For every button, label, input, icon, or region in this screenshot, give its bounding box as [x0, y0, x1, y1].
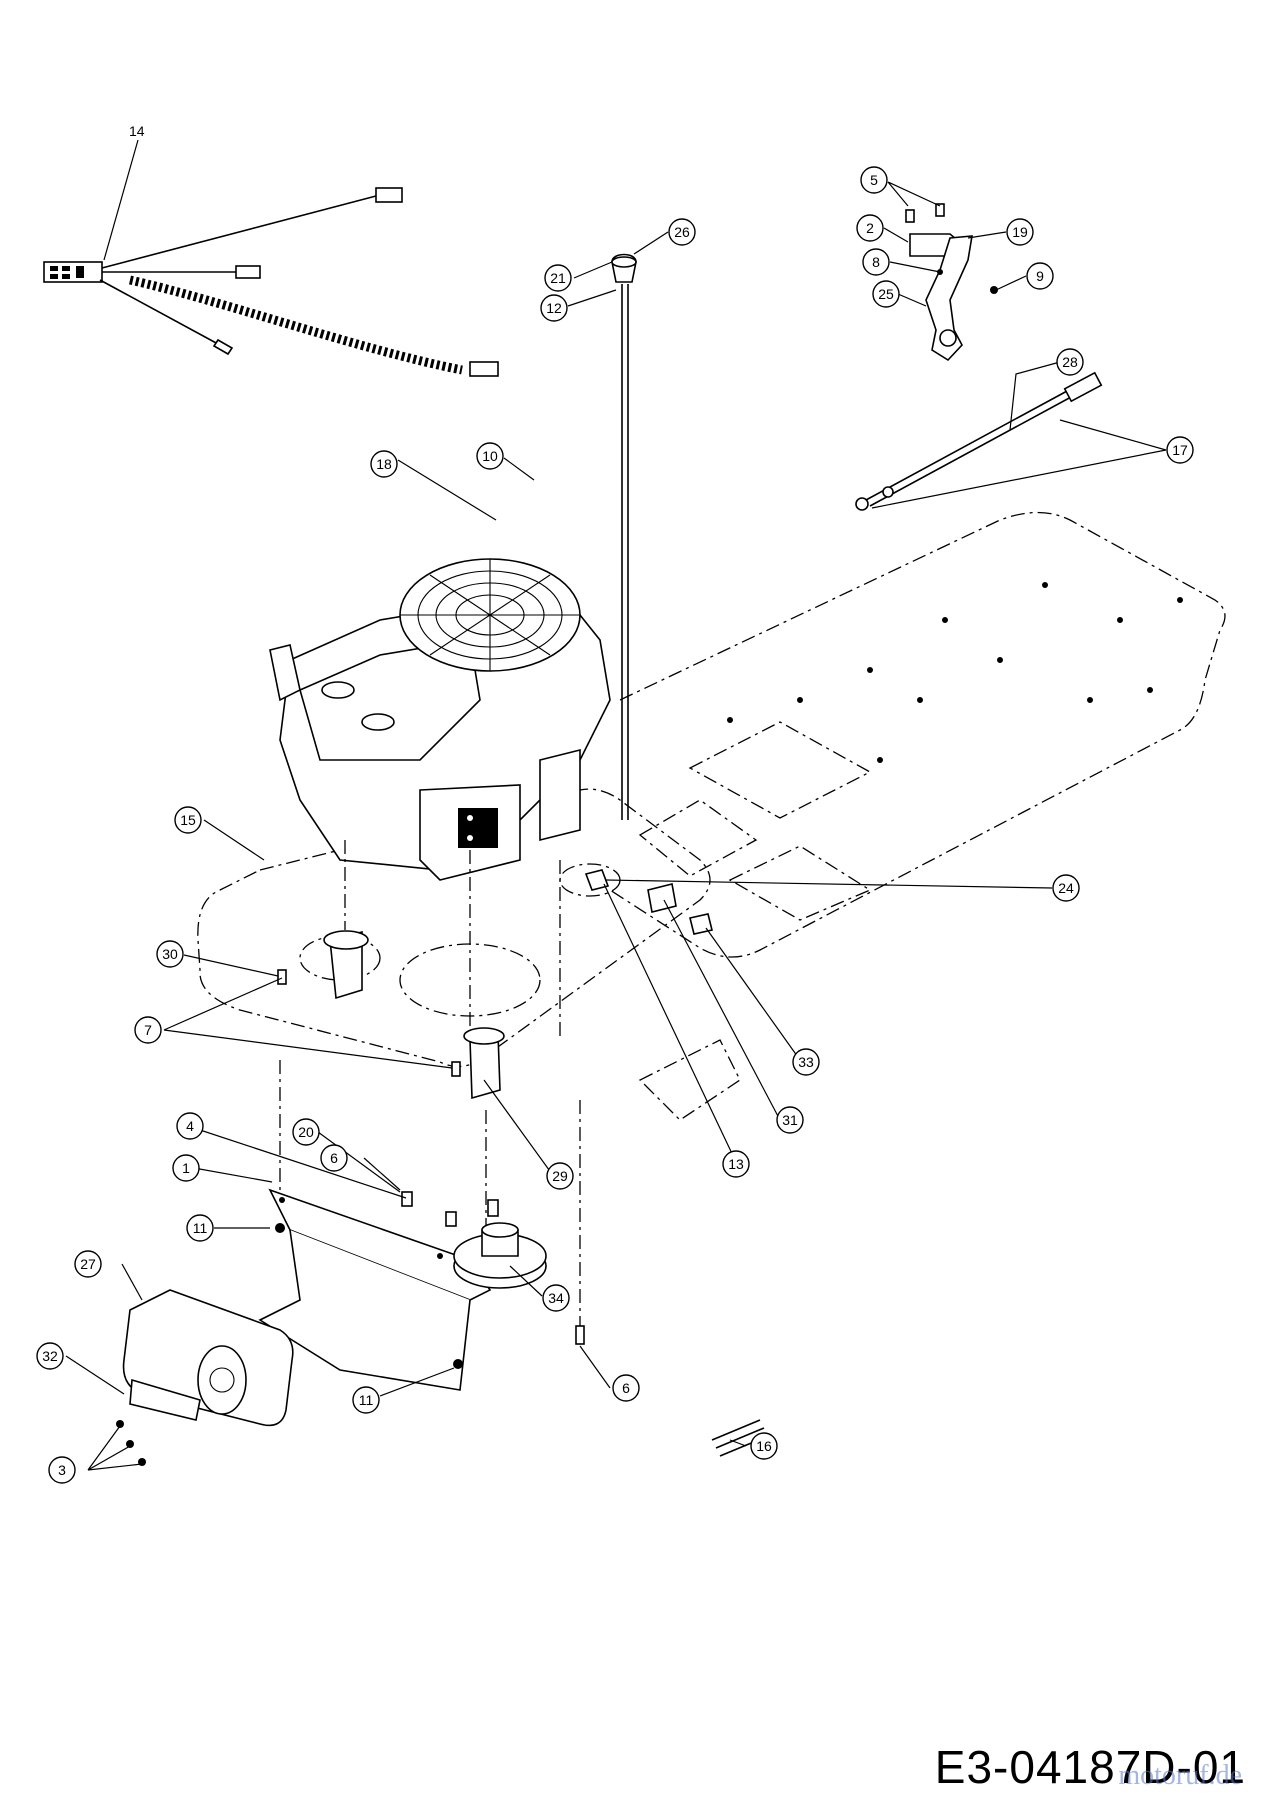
callout-31: 31 — [776, 1106, 804, 1134]
callout-5: 5 — [860, 166, 888, 194]
svg-text:16: 16 — [756, 1438, 772, 1454]
callout-17: 17 — [1166, 436, 1194, 464]
callout-27: 27 — [74, 1250, 102, 1278]
svg-text:3: 3 — [58, 1462, 66, 1478]
svg-text:18: 18 — [376, 456, 392, 472]
svg-text:25: 25 — [878, 286, 894, 302]
callout-18: 18 — [370, 450, 398, 478]
heat-shield — [258, 1188, 492, 1391]
callout-2: 2 — [856, 214, 884, 242]
engine — [269, 558, 611, 881]
svg-text:12: 12 — [546, 300, 562, 316]
frame-plate — [609, 511, 1226, 958]
callout-8: 8 — [862, 248, 890, 276]
svg-text:5: 5 — [870, 172, 878, 188]
svg-text:21: 21 — [550, 270, 566, 286]
watermark-logo: motoruf.de — [1118, 1760, 1242, 1791]
svg-text:4: 4 — [186, 1118, 194, 1134]
callout-11-upper: 11 — [186, 1214, 214, 1242]
svg-text:10: 10 — [482, 448, 498, 464]
leader-lines — [65, 181, 1167, 1471]
svg-text:17: 17 — [1172, 442, 1188, 458]
callout-12: 12 — [540, 294, 568, 322]
callout-25: 25 — [872, 280, 900, 308]
callout-32: 32 — [36, 1342, 64, 1370]
dipstick — [611, 253, 637, 820]
callout-4: 4 — [176, 1112, 204, 1140]
svg-text:20: 20 — [298, 1124, 314, 1140]
callout-10: 10 — [476, 442, 504, 470]
svg-text:2: 2 — [866, 220, 874, 236]
svg-text:30: 30 — [162, 946, 178, 962]
callout-33: 33 — [792, 1048, 820, 1076]
svg-text:34: 34 — [548, 1290, 564, 1306]
svg-text:28: 28 — [1062, 354, 1078, 370]
callout-29: 29 — [546, 1162, 574, 1190]
svg-text:15: 15 — [180, 812, 196, 828]
svg-text:24: 24 — [1058, 880, 1074, 896]
callout-15: 15 — [174, 806, 202, 834]
callout-11-lower: 11 — [352, 1386, 380, 1414]
svg-text:33: 33 — [798, 1054, 814, 1070]
pulley — [453, 1222, 547, 1289]
callout-3: 3 — [48, 1456, 76, 1484]
svg-text:7: 7 — [144, 1022, 152, 1038]
callout-6-upper: 6 — [320, 1144, 348, 1172]
callout-34: 34 — [542, 1284, 570, 1312]
svg-text:1: 1 — [182, 1160, 190, 1176]
svg-text:13: 13 — [728, 1156, 744, 1172]
wiring-harness — [43, 139, 499, 377]
callout-1: 1 — [172, 1154, 200, 1182]
callouts: 14 5 2 19 8 9 25 26 21 12 28 17 18 10 15… — [36, 123, 1194, 1484]
svg-text:19: 19 — [1012, 224, 1028, 240]
svg-text:6: 6 — [622, 1380, 630, 1396]
callout-16: 16 — [750, 1432, 778, 1460]
callout-30: 30 — [156, 940, 184, 968]
callout-label-14: 14 — [129, 123, 145, 139]
diagram-code: E3-04187D-01 — [934, 1741, 1246, 1793]
callout-7: 7 — [134, 1016, 162, 1044]
svg-text:31: 31 — [782, 1112, 798, 1128]
callout-21: 21 — [544, 264, 572, 292]
svg-text:6: 6 — [330, 1150, 338, 1166]
svg-text:11: 11 — [193, 1220, 208, 1236]
callout-6-lower: 6 — [612, 1374, 640, 1402]
callout-28: 28 — [1056, 348, 1084, 376]
callout-9: 9 — [1026, 262, 1054, 290]
callout-19: 19 — [1006, 218, 1034, 246]
svg-text:26: 26 — [674, 224, 690, 240]
callout-26: 26 — [668, 218, 696, 246]
throttle-cable — [855, 371, 1103, 511]
svg-text:32: 32 — [42, 1348, 58, 1364]
svg-text:8: 8 — [872, 254, 880, 270]
svg-text:11: 11 — [359, 1392, 374, 1408]
svg-text:29: 29 — [552, 1168, 568, 1184]
engine-mount-parts — [277, 840, 713, 1330]
svg-text:9: 9 — [1036, 268, 1044, 284]
callout-20: 20 — [292, 1118, 320, 1146]
throttle-bracket — [905, 203, 998, 362]
muffler — [122, 1289, 294, 1427]
svg-text:27: 27 — [80, 1256, 96, 1272]
callout-13: 13 — [722, 1150, 750, 1178]
callout-24: 24 — [1052, 874, 1080, 902]
